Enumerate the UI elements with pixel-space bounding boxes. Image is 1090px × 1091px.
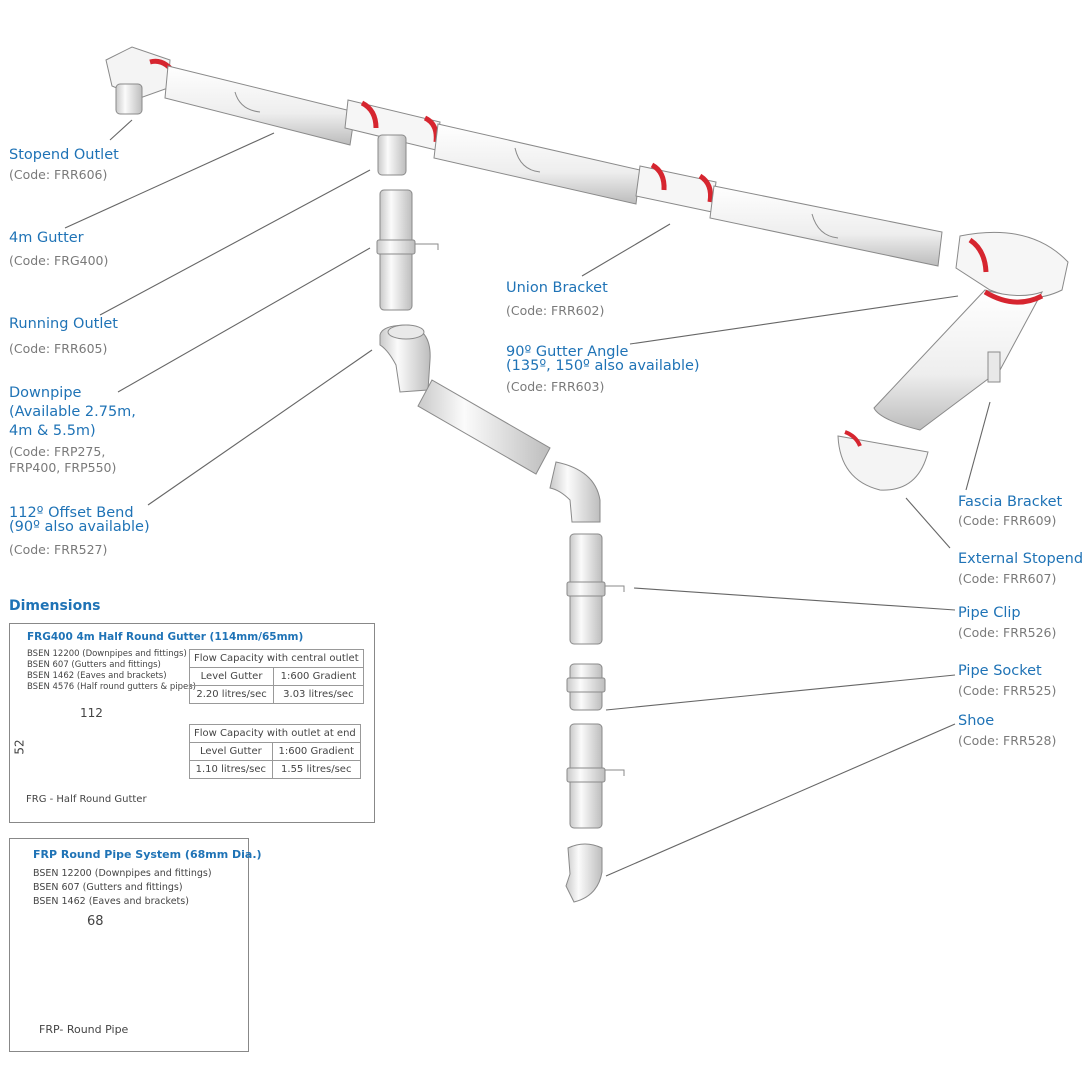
- gutter-run: [105, 46, 1069, 491]
- flow-col: Level Gutter: [189, 742, 273, 761]
- label-downpipe-availability: (Available 2.75m,: [9, 404, 136, 420]
- label-downpipe: Downpipe: [9, 385, 82, 401]
- code-offset-bend: (Code: FRR527): [9, 542, 108, 557]
- label-external-stopend: External Stopend: [958, 551, 1084, 567]
- pipe-caption: FRP- Round Pipe: [39, 1023, 129, 1036]
- label-gutter-angle: 90º Gutter Angle: [506, 344, 629, 360]
- label-gutter-angle-alt: (135º, 150º also available): [506, 358, 700, 374]
- gutter-width-value: 112: [77, 706, 106, 720]
- flow-col: 1:600 Gradient: [271, 742, 361, 761]
- gutter-depth-value: 52: [12, 739, 27, 755]
- flow-col: 1:600 Gradient: [273, 667, 364, 686]
- gutter-standard: BSEN 12200 (Downpipes and fittings): [27, 649, 187, 659]
- code-pipe-clip: (Code: FRR526): [958, 625, 1057, 640]
- code-running-outlet: (Code: FRR605): [9, 341, 108, 356]
- label-union-bracket: Union Bracket: [506, 280, 608, 296]
- downpipe-run: [376, 189, 625, 903]
- gutter-section-3: [709, 185, 943, 267]
- label-fascia-bracket: Fascia Bracket: [958, 494, 1063, 510]
- offset-bend-lower: [549, 461, 601, 523]
- shoe-part: [565, 843, 603, 903]
- pipe-standard: BSEN 12200 (Downpipes and fittings): [33, 868, 212, 879]
- external-stopend-part: [837, 435, 929, 491]
- pipe-dimensions-box: FRP Round Pipe System (68mm Dia.) BSEN 1…: [9, 838, 262, 1052]
- gutter-section-4: [873, 289, 1044, 431]
- flow-val: 1.55 litres/sec: [271, 760, 361, 779]
- label-downpipe-lengths: 4m & 5.5m): [9, 423, 96, 439]
- leader-lines: [64, 119, 991, 877]
- downpipe-offset: [417, 379, 551, 475]
- label-pipe-clip: Pipe Clip: [958, 605, 1021, 621]
- flow-val: 3.03 litres/sec: [273, 685, 364, 704]
- label-offset-bend: 112º Offset Bend: [9, 505, 134, 521]
- code-downpipe: (Code: FRP275,: [9, 444, 106, 459]
- flow-table-end-header: Flow Capacity with outlet at end: [189, 724, 361, 743]
- pipe-standard: BSEN 607 (Gutters and fittings): [33, 882, 183, 893]
- flow-val: 1.10 litres/sec: [189, 760, 273, 779]
- code-union-bracket: (Code: FRR602): [506, 303, 605, 318]
- label-4m-gutter: 4m Gutter: [9, 230, 84, 246]
- gutter-box-title: FRG400 4m Half Round Gutter (114mm/65mm): [27, 631, 304, 643]
- code-gutter-angle: (Code: FRR603): [506, 379, 605, 394]
- flow-table-end: Flow Capacity with outlet at end Level G…: [189, 724, 361, 779]
- gutter-section-1: [164, 65, 356, 146]
- code-stopend-outlet: (Code: FRR606): [9, 167, 108, 182]
- flow-col: Level Gutter: [188, 667, 275, 686]
- gutter-standard: BSEN 607 (Gutters and fittings): [27, 660, 161, 670]
- pipe-diameter-value: 68: [84, 914, 107, 929]
- label-shoe: Shoe: [958, 713, 995, 729]
- code-downpipe-2: FRP400, FRP550): [9, 460, 117, 475]
- label-offset-bend-alt: (90º also available): [9, 519, 150, 535]
- code-4m-gutter: (Code: FRG400): [9, 253, 109, 268]
- gutter-caption: FRG - Half Round Gutter: [26, 794, 147, 805]
- flow-table-central: Flow Capacity with central outlet Level …: [188, 649, 364, 704]
- code-fascia-bracket: (Code: FRR609): [958, 513, 1057, 528]
- code-external-stopend: (Code: FRR607): [958, 571, 1057, 586]
- dimensions-title: Dimensions: [9, 598, 101, 614]
- offset-bend-upper: [379, 324, 431, 393]
- code-shoe: (Code: FRR528): [958, 733, 1057, 748]
- pipe-box-title: FRP Round Pipe System (68mm Dia.): [33, 848, 262, 861]
- gutter-standard: BSEN 1462 (Eaves and brackets): [27, 671, 167, 681]
- union-bracket-part: [635, 165, 717, 213]
- gutter-standard: BSEN 4576 (Half round gutters & pipes): [27, 682, 196, 692]
- label-pipe-socket: Pipe Socket: [958, 663, 1042, 679]
- pipe-standard: BSEN 1462 (Eaves and brackets): [33, 896, 189, 907]
- flow-val: 2.20 litres/sec: [188, 685, 275, 704]
- label-stopend-outlet: Stopend Outlet: [9, 147, 119, 163]
- label-running-outlet: Running Outlet: [9, 316, 118, 332]
- gutter-dimensions-box: FRG400 4m Half Round Gutter (114mm/65mm)…: [9, 623, 375, 823]
- flow-table-central-header: Flow Capacity with central outlet: [189, 649, 364, 668]
- gutter-section-2: [433, 123, 641, 205]
- code-pipe-socket: (Code: FRR525): [958, 683, 1057, 698]
